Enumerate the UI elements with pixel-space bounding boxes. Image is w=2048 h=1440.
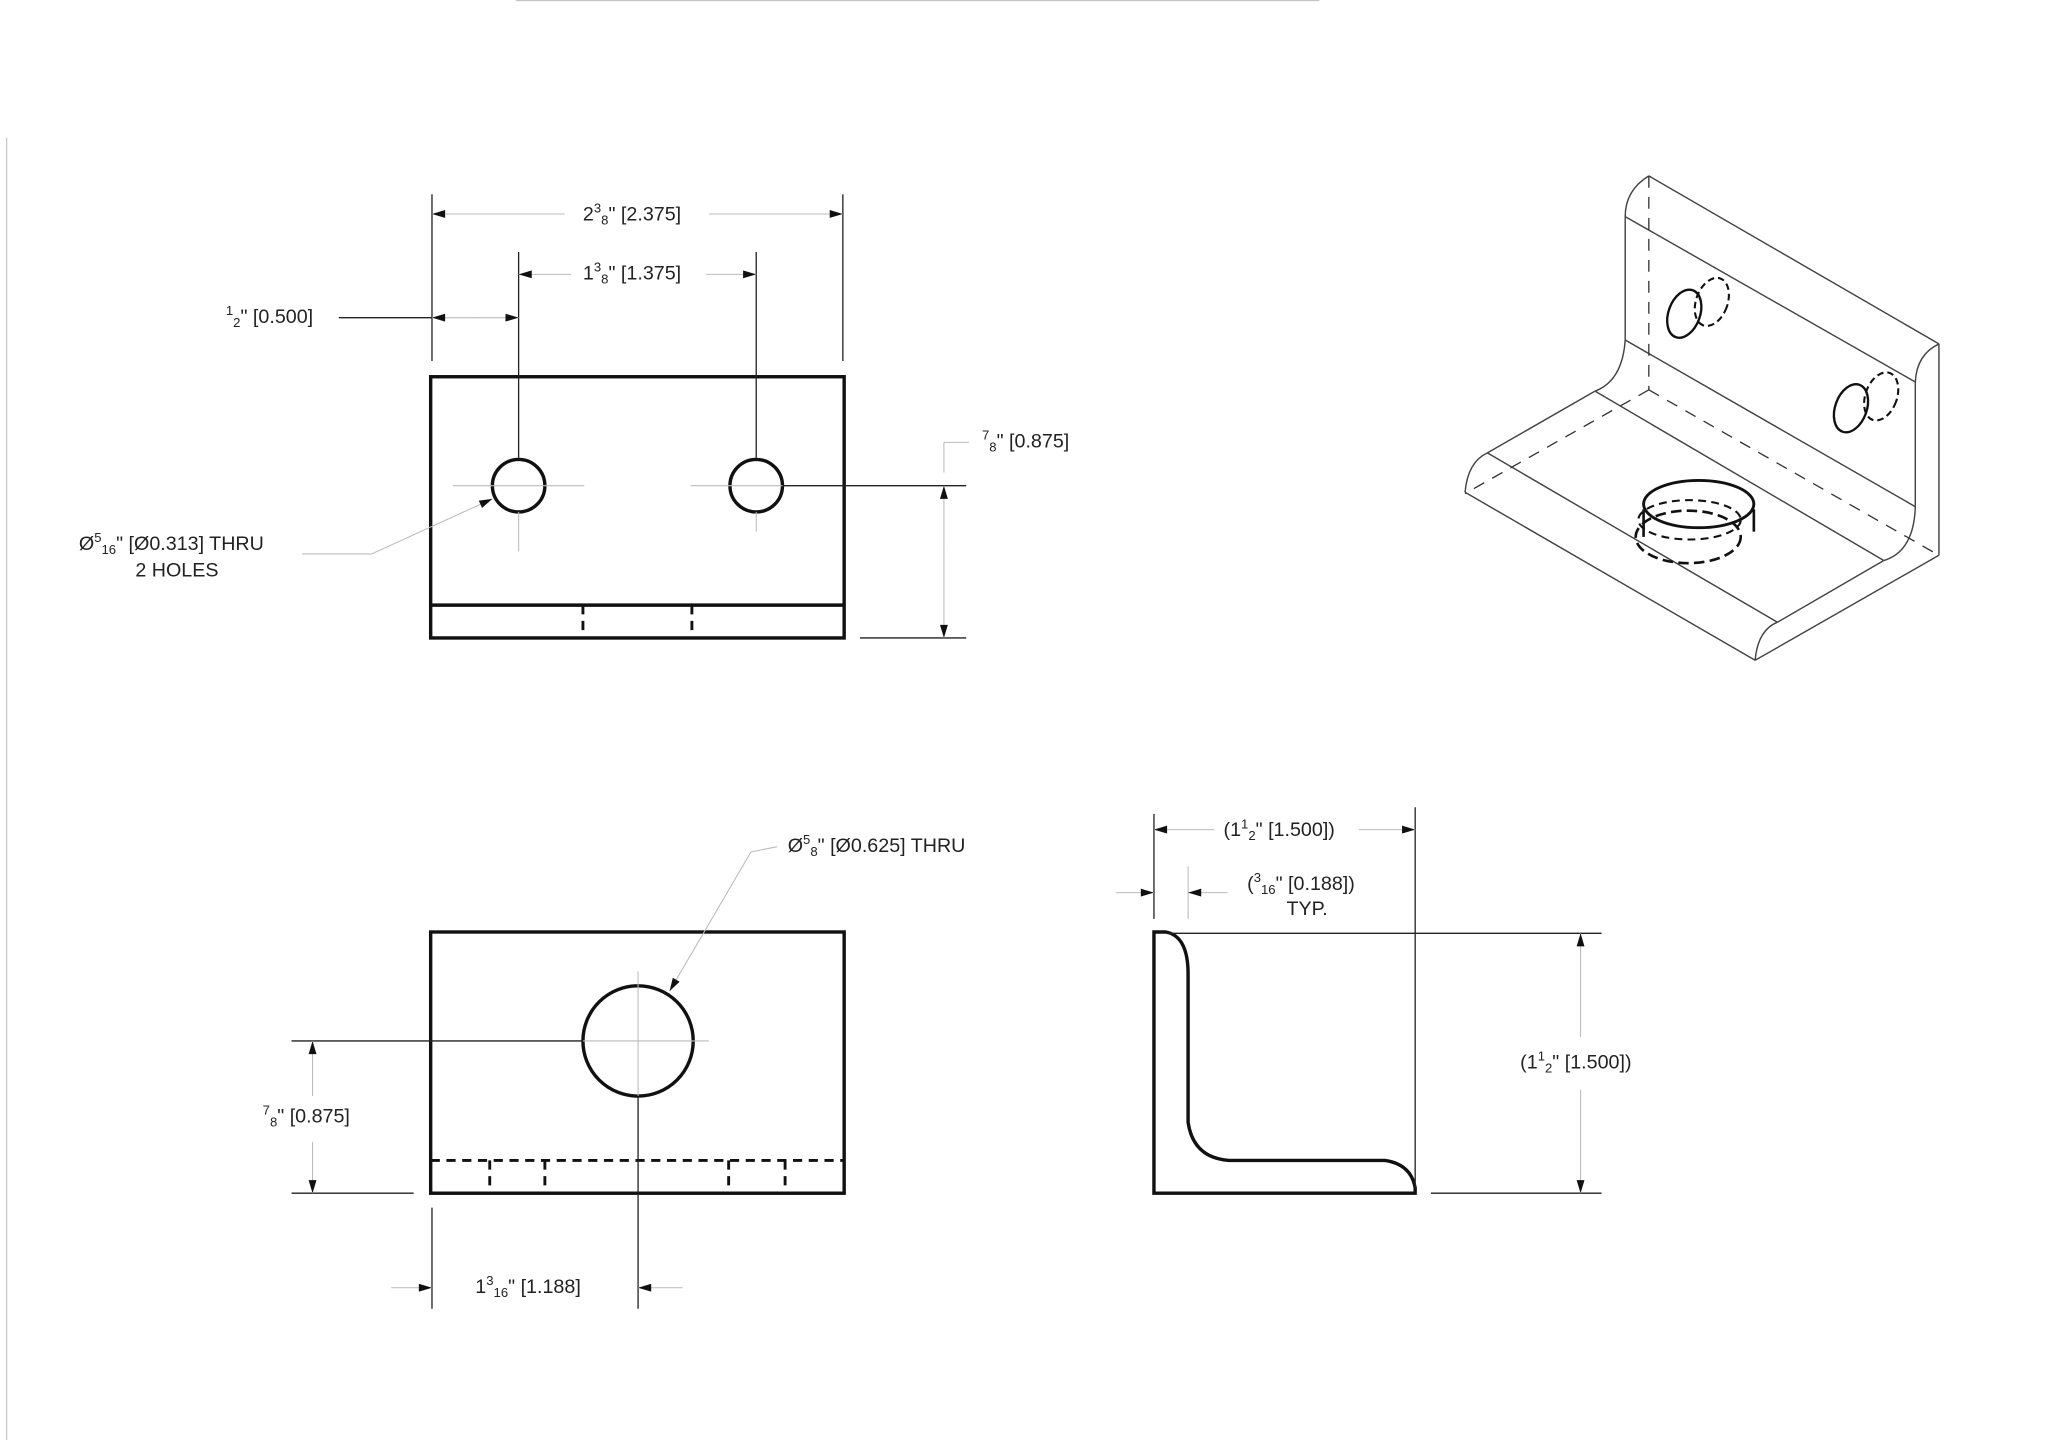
dim-side-height: (112" [1.500]) [1520,1049,1631,1076]
iso-edge [1754,621,1778,661]
iso-edge [1883,506,1917,562]
leader-line [302,498,493,555]
dim-hole-spacing: 138" [1.375] [583,260,681,287]
iso-large-hole-bottom [1634,509,1743,565]
iso-hole-left [1666,288,1703,339]
iso-hole-back [1693,276,1730,328]
note-small-holes: Ø516" [Ø0.313] THRU [79,530,264,557]
dim-large-hole-height: 78" [0.875] [263,1102,350,1129]
iso-edge [1754,554,1940,661]
leader-line [669,846,778,992]
iso-edge [1594,339,1626,392]
dim-edge-offset: 12" [0.500] [226,303,313,330]
note-hole-count: 2 HOLES [135,559,218,581]
iso-edge [1487,390,1596,454]
iso-hidden-edge [1648,389,1940,556]
iso-edge [1624,339,1916,508]
iso-edge [1624,175,1650,217]
dim-hole-height: 78" [0.875] [982,428,1069,455]
dim-overall-width: 238" [2.375] [583,201,681,228]
dim-side-width: (112" [1.500]) [1224,816,1335,843]
note-large-hole: Ø58" [Ø0.625] THRU [788,832,966,859]
side-view: (112" [1.500]) (316" [0.188]) TYP. (112"… [1115,807,1632,1195]
iso-large-hole-top [1642,478,1756,530]
top-view: 238" [2.375] 138" [1.375] 12" [0.500] 78… [79,194,1069,640]
dim-large-hole-offset: 1316" [1.188] [475,1273,581,1300]
iso-edge [1624,215,1916,383]
iso-edge [1594,390,1885,562]
front-view: 78" [0.875] 1316" [1.188] Ø58" [Ø0.625] … [263,832,966,1309]
isometric-view [1464,175,1940,661]
iso-edge [1914,343,1940,383]
iso-edge [1648,175,1940,345]
iso-edge [1464,452,1488,493]
iso-large-hole-hidden [1637,499,1742,541]
iso-hidden-edge [1464,389,1650,495]
dim-thickness-typ: TYP. [1287,898,1328,920]
iso-edge [1487,452,1778,623]
top-view-outline [428,375,846,640]
dim-thickness: (316" [0.188]) [1247,870,1355,897]
angle-profile [1152,930,1417,1195]
iso-edge [1777,559,1885,623]
iso-hole-right [1832,383,1870,434]
iso-edge [1464,491,1756,661]
